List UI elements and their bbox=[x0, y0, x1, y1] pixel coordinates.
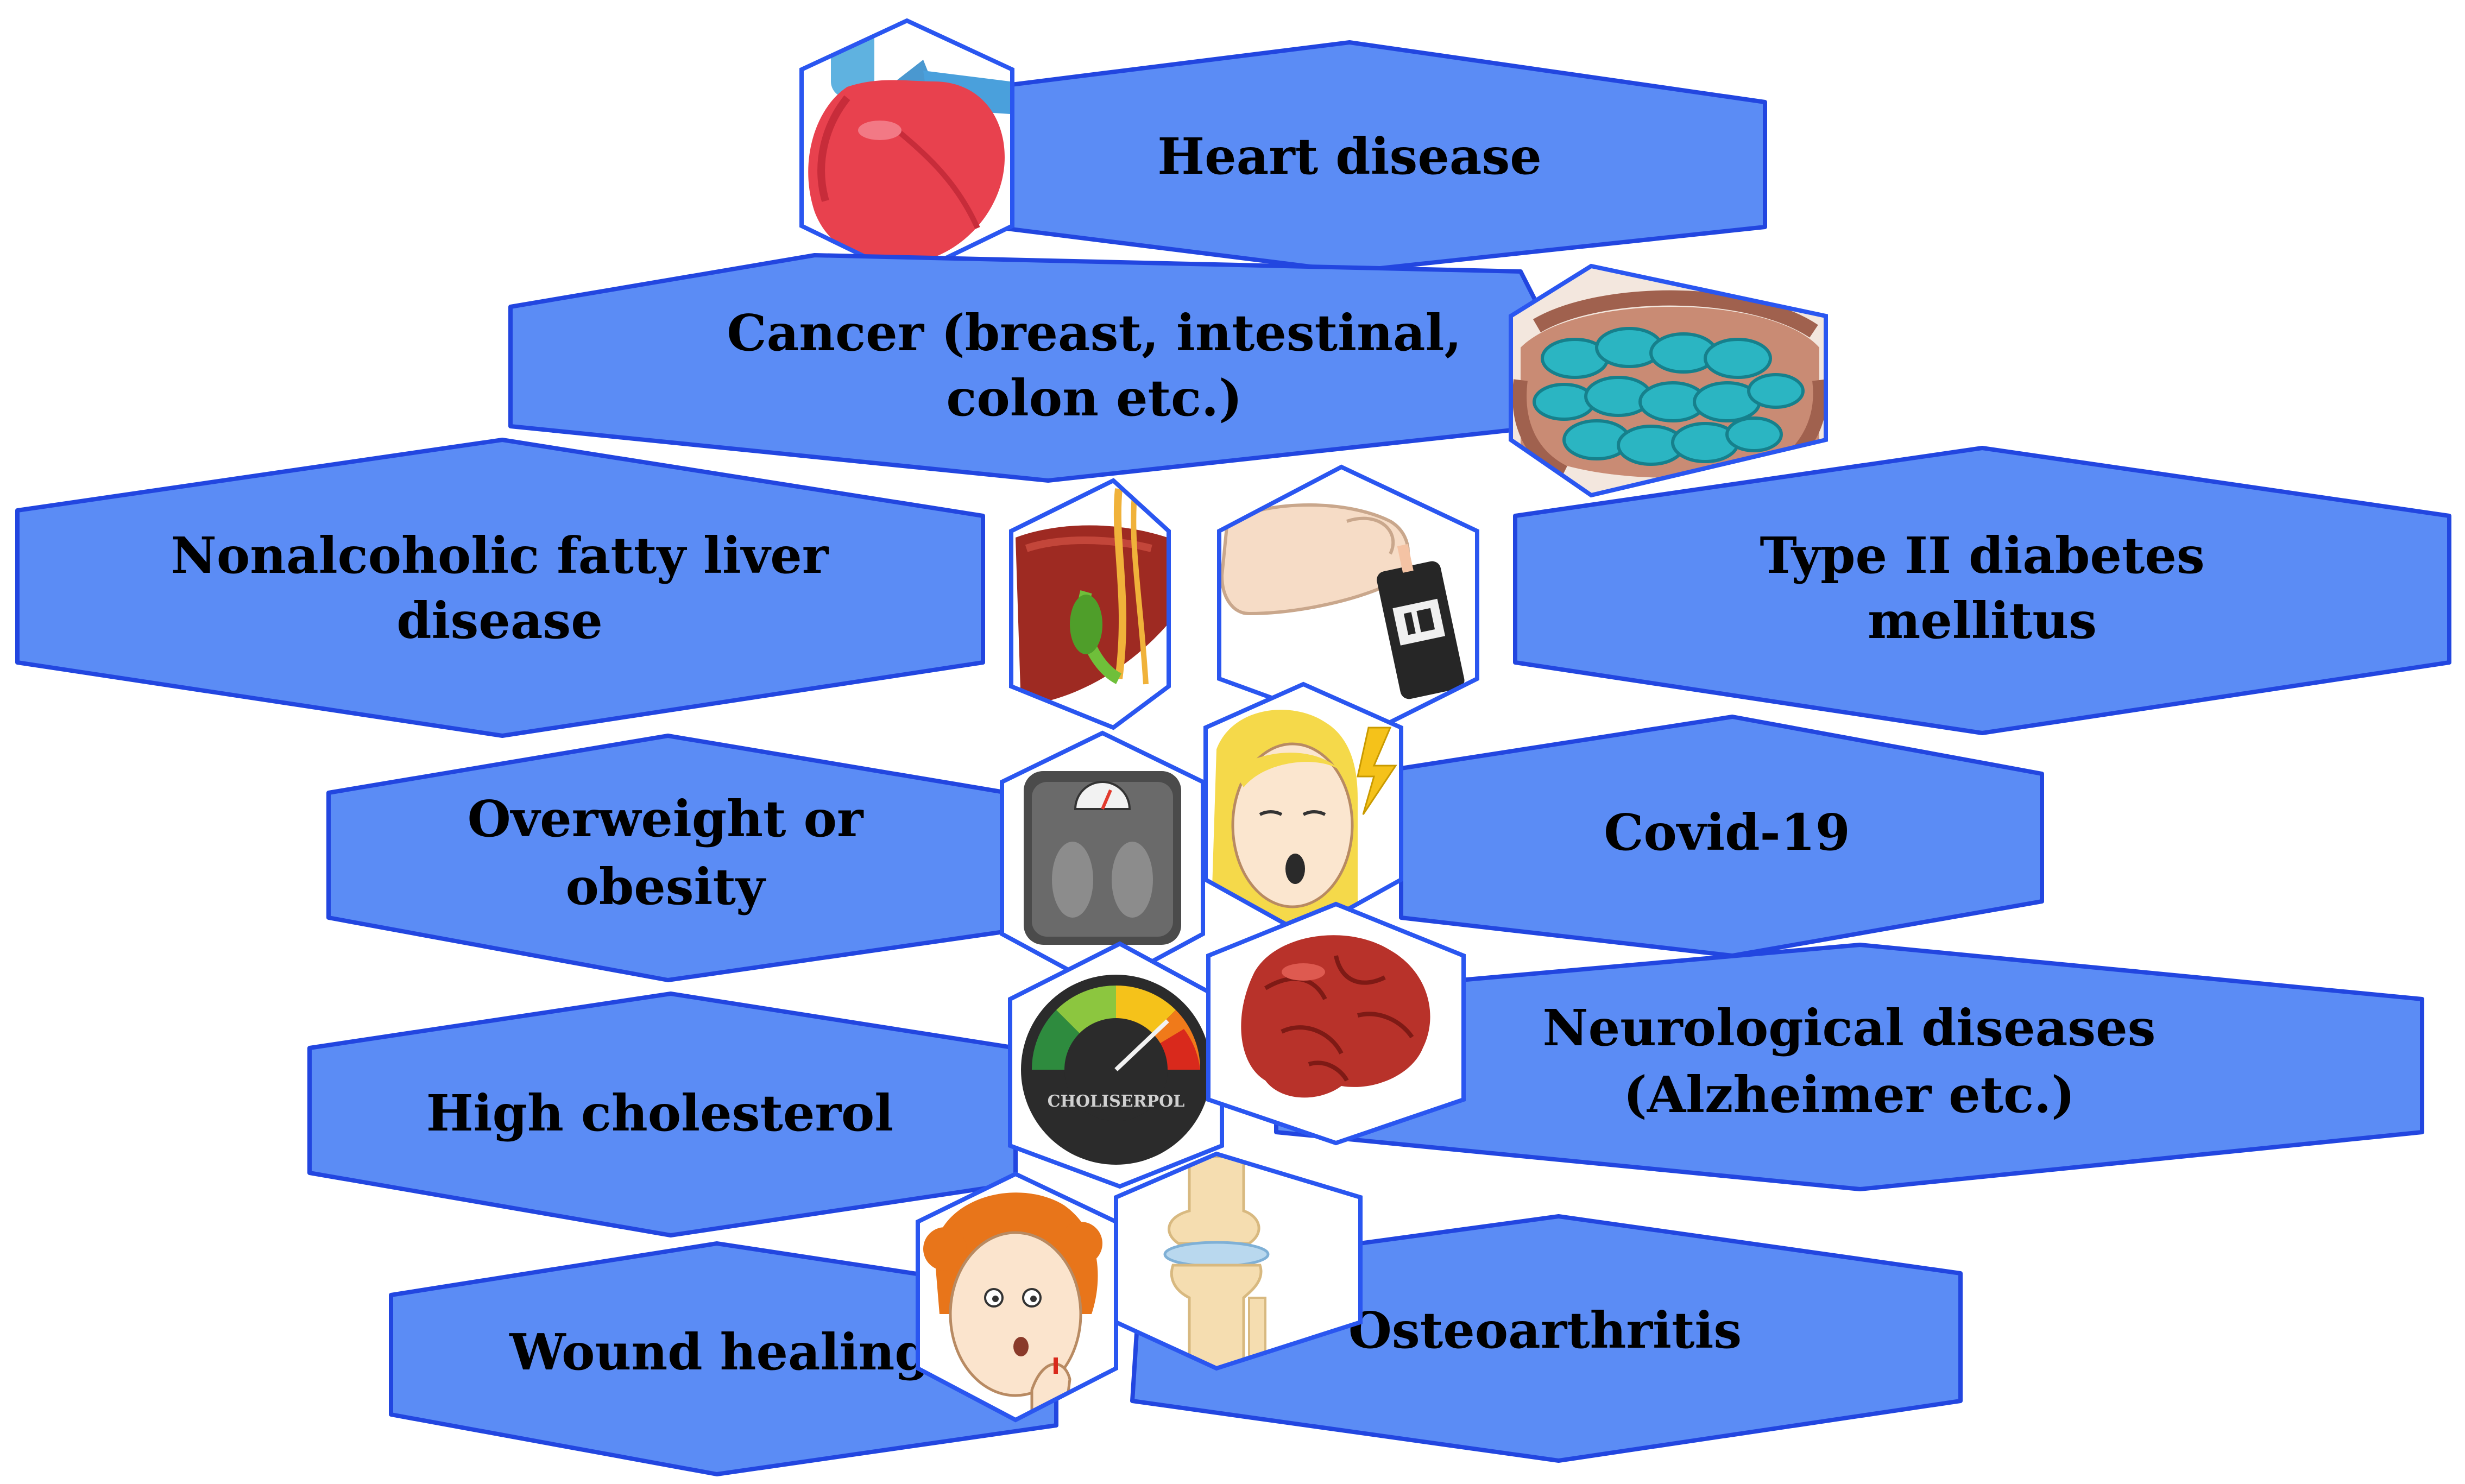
wound-label: Wound healing bbox=[509, 1323, 929, 1381]
intestine-icon bbox=[1509, 263, 1828, 498]
obesity-label-line2: obesity bbox=[566, 857, 766, 916]
neuro-label-line2: (Alzheimer etc.) bbox=[1623, 1065, 2075, 1124]
diabetes-label-line2: mellitus bbox=[1868, 591, 2097, 650]
liver-icon bbox=[1009, 478, 1171, 730]
nafld-label-line1: Nonalcoholic fatty liver bbox=[171, 526, 829, 585]
covid-label: Covid-19 bbox=[1604, 803, 1850, 862]
cancer-label-line1: Cancer (breast, intestinal, bbox=[727, 304, 1461, 362]
weighing-scale-icon bbox=[1000, 730, 1205, 991]
cholesterol-gauge-text: CHOLISERPOL bbox=[1048, 1092, 1185, 1111]
cancer-label-line2: colon etc.) bbox=[946, 369, 1242, 427]
neuro-label-line1: Neurological diseases bbox=[1543, 999, 2156, 1057]
cholesterol-box: High cholesterol bbox=[307, 992, 1018, 1237]
coughing-person-icon bbox=[1203, 681, 1403, 937]
heart-disease-box: Heart disease bbox=[992, 40, 1767, 274]
diabetes-box: Type II diabetes mellitus bbox=[1513, 446, 2451, 735]
knee-joint-icon bbox=[1114, 1151, 1363, 1371]
osteo-label: Osteoarthritis bbox=[1348, 1301, 1742, 1360]
obesity-label-line1: Overweight or bbox=[468, 790, 864, 848]
neuro-box: Neurological diseases (Alzheimer etc.) bbox=[1274, 943, 2424, 1191]
wound-box: Wound healing bbox=[389, 1241, 1058, 1476]
cholesterol-gauge-icon: CHOLISERPOL bbox=[1008, 941, 1224, 1189]
wounded-person-icon bbox=[916, 1171, 1118, 1423]
obesity-box: Overweight or obesity bbox=[326, 734, 1010, 982]
covid-box: Covid-19 bbox=[1399, 715, 2044, 958]
diabetes-label-line1: Type II diabetes bbox=[1760, 526, 2204, 585]
glucometer-icon bbox=[1217, 464, 1479, 736]
nafld-label-line2: disease bbox=[396, 591, 603, 650]
heart-disease-label: Heart disease bbox=[1157, 127, 1542, 186]
cancer-box: Cancer (breast, intestinal, colon etc.) bbox=[508, 253, 1599, 483]
cholesterol-label: High cholesterol bbox=[426, 1084, 893, 1142]
heart-icon bbox=[799, 18, 1014, 280]
brain-icon bbox=[1206, 901, 1466, 1146]
nafld-box: Nonalcoholic fatty liver disease bbox=[15, 438, 985, 738]
